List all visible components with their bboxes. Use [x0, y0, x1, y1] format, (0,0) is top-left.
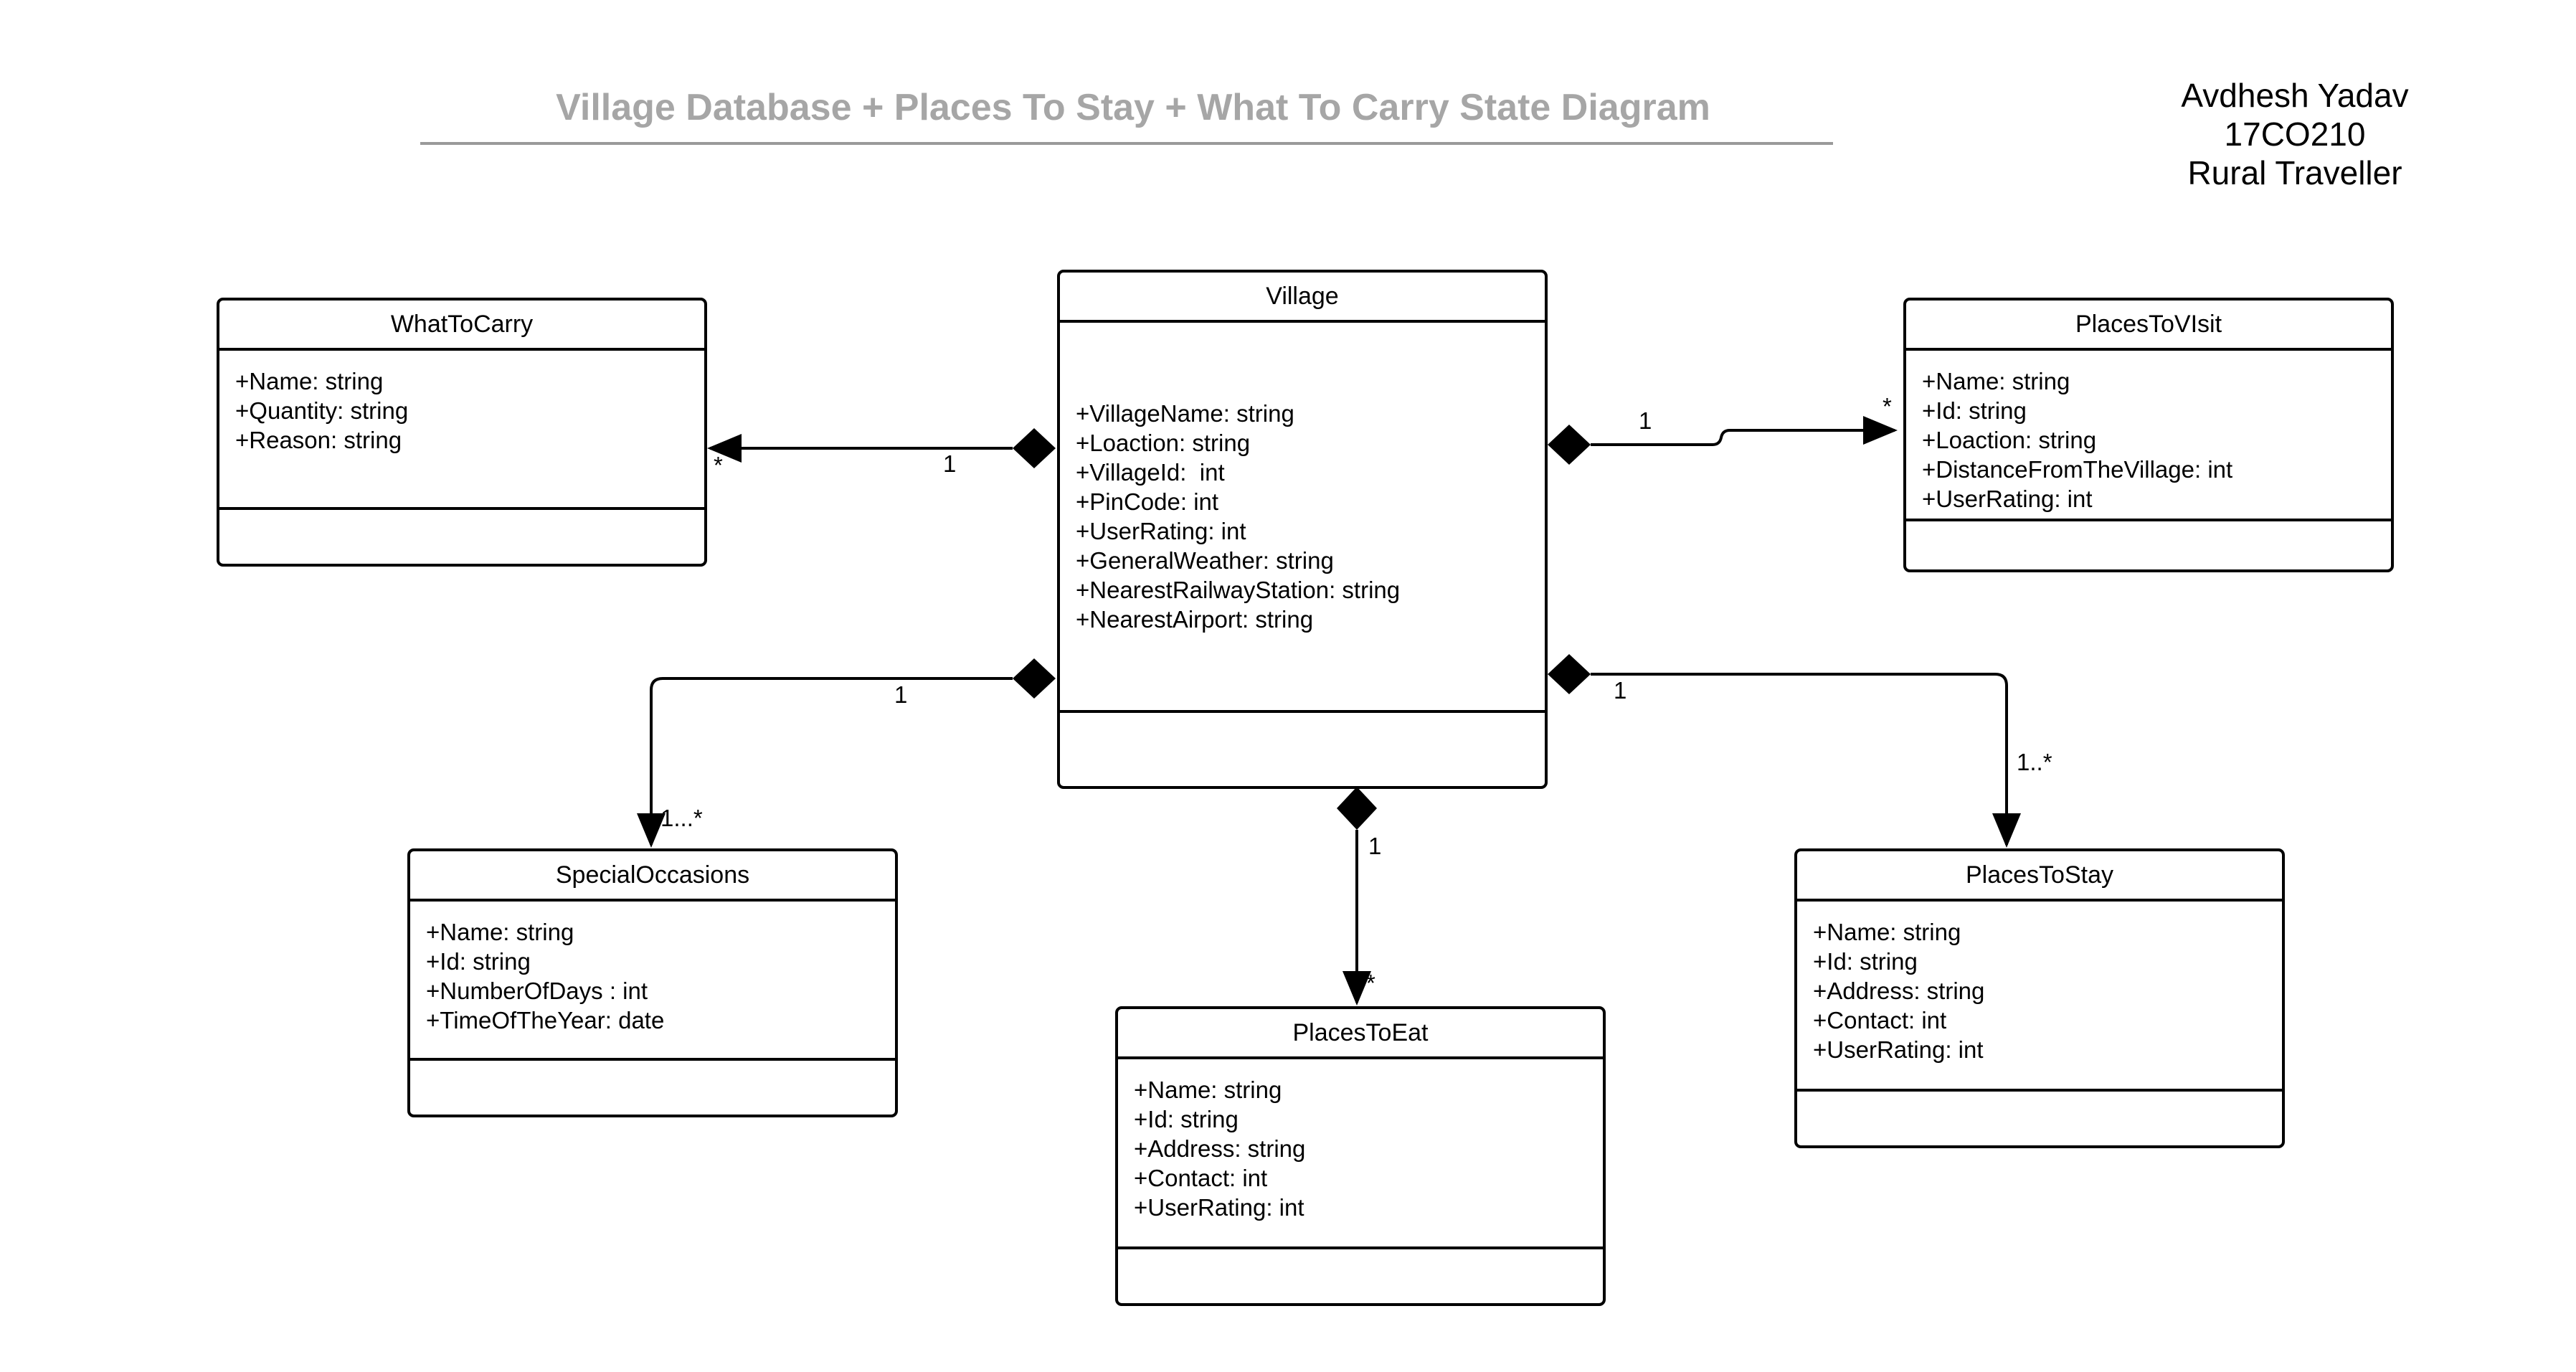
class-name: SpecialOccasions — [410, 851, 895, 902]
attribute: +Loaction: string — [1076, 430, 1251, 456]
attribute: +Id: string — [1134, 1106, 1239, 1132]
author-name: Avdhesh Yadav — [2181, 77, 2409, 114]
attribute: +Name: string — [1922, 368, 2070, 394]
association-village-specialoccasions[interactable] — [637, 658, 1056, 848]
multiplicity-specialoccasions: 1...* — [660, 805, 703, 831]
class-village[interactable]: Village +VillageName: string +Loaction: … — [1057, 270, 1548, 789]
attribute: +NearestRailwayStation: string — [1076, 577, 1401, 603]
author-id: 17CO210 — [2224, 115, 2366, 153]
class-name: PlacesToStay — [1797, 851, 2282, 902]
attribute: +VillageName: string — [1076, 400, 1294, 427]
attribute: +Id: string — [1922, 397, 2027, 424]
multiplicity-village-placestovisit: 1 — [1639, 407, 1652, 434]
multiplicity-village-whattocarry: 1 — [943, 450, 956, 477]
class-placestostay[interactable]: PlacesToStay +Name: string +Id: string +… — [1794, 848, 2285, 1148]
association-village-placestoeat[interactable] — [1337, 787, 1377, 1006]
operation-compartment — [1060, 713, 1545, 786]
title-underline — [420, 142, 1833, 145]
attribute: +TimeOfTheYear: date — [426, 1007, 665, 1033]
multiplicity-village-placestoeat: 1 — [1368, 833, 1381, 859]
attribute-compartment: +VillageName: string +Loaction: string +… — [1060, 323, 1545, 713]
attribute-compartment: +Name: string +Id: string +NumberOfDays … — [410, 902, 895, 1061]
attribute: +VillageId: int — [1076, 459, 1225, 486]
multiplicity-whattocarry: * — [714, 452, 723, 478]
attribute: +NumberOfDays : int — [426, 978, 648, 1004]
attribute: +UserRating: int — [1922, 486, 2093, 512]
attribute: +Name: string — [1134, 1077, 1282, 1103]
attribute: +Address: string — [1813, 978, 1985, 1004]
class-placestovisit[interactable]: PlacesToVIsit +Name: string +Id: string … — [1903, 298, 2394, 572]
attribute: +Name: string — [426, 919, 574, 945]
diagram-title: Village Database + Places To Stay + What… — [556, 87, 1710, 128]
attribute: +UserRating: int — [1076, 518, 1246, 544]
multiplicity-placestoeat: * — [1366, 970, 1375, 996]
multiplicity-placestovisit: * — [1883, 393, 1892, 420]
class-name: PlacesToVIsit — [1906, 301, 2391, 351]
operation-compartment — [1118, 1249, 1603, 1303]
project-name: Rural Traveller — [2187, 154, 2402, 191]
class-name: PlacesToEat — [1118, 1009, 1603, 1059]
class-specialoccasions[interactable]: SpecialOccasions +Name: string +Id: stri… — [407, 848, 898, 1117]
operation-compartment — [410, 1061, 895, 1115]
operation-compartment — [1906, 521, 2391, 569]
multiplicity-village-placestostay: 1 — [1614, 677, 1626, 704]
attribute: +Contact: int — [1134, 1165, 1268, 1191]
operation-compartment — [219, 510, 704, 564]
attribute: +Contact: int — [1813, 1007, 1947, 1033]
attribute: +GeneralWeather: string — [1076, 547, 1334, 574]
attribute-compartment: +Name: string +Id: string +Address: stri… — [1118, 1059, 1603, 1249]
association-village-placestovisit[interactable] — [1548, 416, 1898, 465]
attribute: +DistanceFromTheVillage: int — [1922, 456, 2233, 483]
attribute: +Reason: string — [235, 427, 402, 453]
attribute: +UserRating: int — [1134, 1194, 1304, 1221]
class-name: Village — [1060, 273, 1545, 323]
attribute: +Id: string — [426, 948, 531, 975]
class-whattocarry[interactable]: WhatToCarry +Name: string +Quantity: str… — [217, 298, 707, 567]
association-village-placestostay[interactable] — [1548, 654, 2021, 848]
association-village-whattocarry[interactable] — [707, 428, 1056, 468]
attribute: +Name: string — [235, 368, 384, 394]
attribute-compartment: +Name: string +Id: string +Address: stri… — [1797, 902, 2282, 1092]
multiplicity-placestostay: 1..* — [2017, 749, 2052, 775]
attribute: +Quantity: string — [235, 397, 409, 424]
attribute: +Address: string — [1134, 1135, 1306, 1162]
operation-compartment — [1797, 1092, 2282, 1145]
attribute: +Name: string — [1813, 919, 1961, 945]
class-placestoeat[interactable]: PlacesToEat +Name: string +Id: string +A… — [1115, 1006, 1606, 1306]
multiplicity-village-specialoccasions: 1 — [894, 681, 907, 708]
class-name: WhatToCarry — [219, 301, 704, 351]
attribute-compartment: +Name: string +Id: string +Loaction: str… — [1906, 351, 2391, 521]
author-block: Avdhesh Yadav 17CO210 Rural Traveller — [2144, 76, 2445, 192]
attribute: +Loaction: string — [1922, 427, 2097, 453]
attribute: +UserRating: int — [1813, 1036, 1984, 1063]
attribute: +PinCode: int — [1076, 488, 1219, 515]
attribute: +NearestAirport: string — [1076, 606, 1314, 633]
attribute: +Id: string — [1813, 948, 1918, 975]
attribute-compartment: +Name: string +Quantity: string +Reason:… — [219, 351, 704, 510]
